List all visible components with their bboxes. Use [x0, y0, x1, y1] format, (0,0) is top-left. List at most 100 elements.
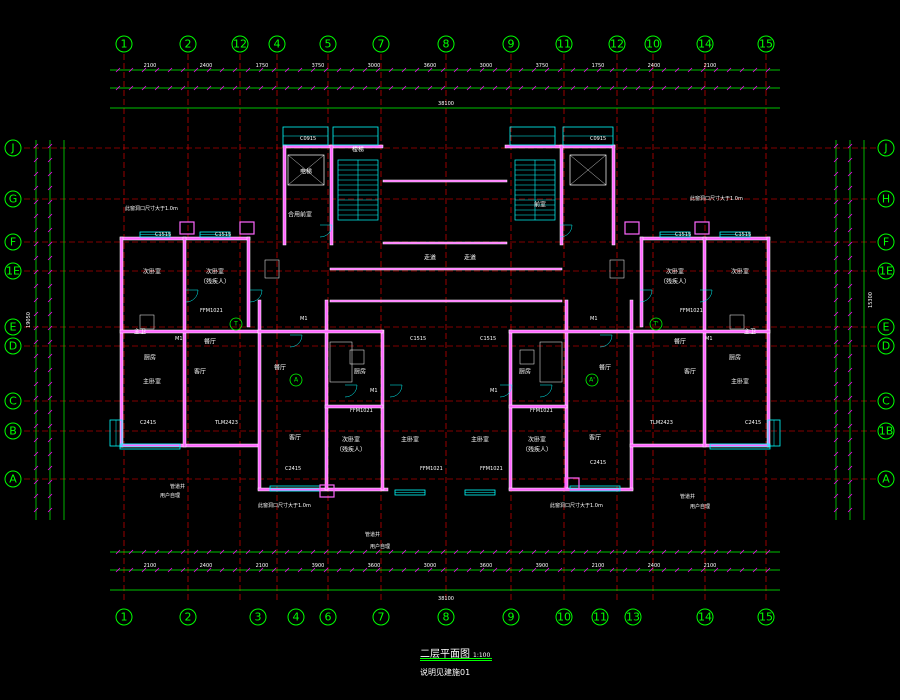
dimension-tick — [765, 549, 771, 555]
dimension-tick — [833, 283, 839, 289]
dimension-tick — [544, 85, 550, 91]
dimension-tick — [33, 185, 39, 191]
axis-bubble-left: 1E — [6, 265, 20, 278]
wall-segment — [564, 299, 569, 491]
dimension-tick — [206, 549, 212, 555]
dimension-tick — [833, 507, 839, 513]
dimension-tick — [726, 549, 732, 555]
dimension-tick — [33, 493, 39, 499]
dimension-tick — [33, 339, 39, 345]
dimension-tick — [648, 549, 654, 555]
axis-bubble-left: D — [9, 340, 17, 353]
dimension-tick — [33, 437, 39, 443]
dimension-tick — [648, 67, 654, 73]
room-label-left-unit: 主卫 — [134, 328, 146, 336]
dimension-tick — [847, 157, 853, 163]
dimension-tick — [635, 567, 641, 573]
dimension-tick — [833, 255, 839, 261]
dimension-tick — [847, 241, 853, 247]
dimension-text-top: 3000 — [480, 63, 493, 69]
dimension-tick — [466, 549, 472, 555]
dimension-tick — [833, 423, 839, 429]
axis-bubble-bottom-circle — [624, 608, 642, 626]
axis-bubble-right-circle — [877, 337, 895, 355]
dimension-tick — [453, 85, 459, 91]
dimension-tick — [388, 67, 394, 73]
dimension-tick — [765, 85, 771, 91]
dimension-tick — [847, 423, 853, 429]
axis-bubble-left: F — [10, 236, 16, 249]
dimension-tick — [336, 567, 342, 573]
room-label-center-right: 客厅 — [589, 434, 601, 442]
dimension-tick — [661, 567, 667, 573]
dimension-tick — [713, 567, 719, 573]
door-swing — [249, 289, 263, 303]
room-label-right-unit: 主卫 — [744, 328, 756, 336]
room-label-right-unit: 次卧室 — [666, 268, 684, 276]
section-marker — [229, 317, 243, 331]
dimension-tick — [531, 85, 537, 91]
dimension-tick — [622, 67, 628, 73]
dimension-tick — [310, 67, 316, 73]
dimension-tick — [47, 451, 53, 457]
fixture — [519, 349, 535, 365]
axis-bubble-right-circle — [877, 470, 895, 488]
dimension-tick — [284, 67, 290, 73]
dimension-tick — [33, 325, 39, 331]
axis-bubble-top-circle — [437, 35, 455, 53]
dimension-tick — [661, 67, 667, 73]
dimension-tick — [726, 67, 732, 73]
axis-bubble-left-circle — [4, 422, 22, 440]
dimension-tick — [388, 85, 394, 91]
dimension-tick — [847, 227, 853, 233]
dimension-tick — [349, 567, 355, 573]
axis-bubble-bottom: 2 — [185, 611, 192, 624]
dimension-tick — [297, 549, 303, 555]
door-label-m1: M1 — [175, 336, 183, 342]
dimension-tick — [47, 409, 53, 415]
room-label-center-left: 主卧室 — [401, 436, 419, 444]
plan-scale: 1:100 — [473, 652, 491, 659]
door-swing — [319, 224, 333, 238]
dimension-tick — [492, 549, 498, 555]
dimension-tick — [401, 549, 407, 555]
dimension-tick — [479, 549, 485, 555]
dimension-tick — [47, 353, 53, 359]
axis-bubble-left-circle — [4, 318, 22, 336]
axis-bubble-bottom: 6 — [325, 611, 332, 624]
dimension-tick — [492, 85, 498, 91]
axis-bubble-right: 1E — [879, 265, 893, 278]
dimension-tick — [479, 67, 485, 73]
plan-details — [109, 126, 781, 498]
dimension-tick — [33, 353, 39, 359]
dimension-tick — [154, 67, 160, 73]
dimension-tick — [847, 353, 853, 359]
room-label-center-right: 次卧室 — [528, 436, 546, 444]
wall-segment — [119, 236, 124, 448]
door-label-m1: M1 — [370, 388, 378, 394]
axis-bubble-bottom-circle — [319, 608, 337, 626]
annotation-user: 用户自理 — [370, 543, 390, 550]
shaft-box — [179, 221, 195, 235]
dimension-tick — [687, 67, 693, 73]
room-label-core: 楼梯 — [352, 146, 364, 154]
annotation-shaft: 管道井 — [680, 493, 695, 500]
dimension-tick — [833, 451, 839, 457]
dimension-tick — [33, 507, 39, 513]
door-swing — [289, 334, 303, 348]
dimension-tick — [47, 157, 53, 163]
dimension-tick — [752, 67, 758, 73]
dimension-tick — [847, 297, 853, 303]
dimension-tick — [765, 67, 771, 73]
dimension-tick — [833, 241, 839, 247]
dimension-tick — [414, 85, 420, 91]
room-label-right-unit: 次卧室 — [731, 268, 749, 276]
dimension-text-bottom: 2100 — [144, 563, 157, 569]
dimension-tick — [687, 549, 693, 555]
axis-bubble-top-circle — [608, 35, 626, 53]
annotation-shaft: 管道井 — [170, 483, 185, 490]
dimension-tick — [687, 85, 693, 91]
fixture — [139, 314, 155, 330]
